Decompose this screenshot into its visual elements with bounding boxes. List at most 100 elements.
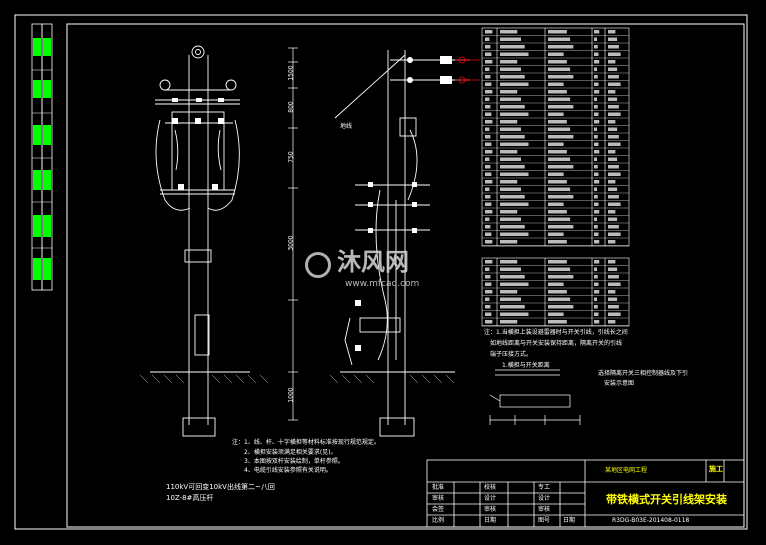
watermark-url: www.mfcad.com bbox=[345, 279, 420, 289]
table-cell-text bbox=[594, 217, 597, 221]
table-cell-text bbox=[500, 320, 518, 324]
table-cell-text bbox=[500, 180, 518, 184]
table-cell-text bbox=[594, 290, 600, 294]
table-cell-text bbox=[608, 297, 618, 301]
detail-sketch bbox=[489, 369, 581, 425]
table-cell-text bbox=[500, 60, 518, 64]
table-cell-text bbox=[594, 30, 600, 34]
table-cell-text bbox=[485, 67, 490, 71]
table-cell-text bbox=[608, 187, 618, 191]
table-cell-text bbox=[608, 150, 616, 154]
table-cell-text bbox=[608, 75, 619, 79]
drawing-frame bbox=[14, 14, 748, 530]
table-cell-text bbox=[608, 202, 621, 206]
table-cell-text bbox=[608, 45, 619, 49]
pole-side-view bbox=[334, 50, 470, 437]
table-cell-text bbox=[500, 210, 518, 214]
table-cell-text bbox=[500, 305, 525, 309]
table-cell-text bbox=[548, 37, 571, 41]
side-note-5: 选择隔离开关三相控制器线及下引 bbox=[598, 370, 689, 377]
table-cell-text bbox=[548, 75, 574, 79]
table-cell-text bbox=[548, 150, 567, 154]
table-cell-text bbox=[548, 82, 564, 86]
table-cell-text bbox=[500, 105, 525, 109]
table-cell-text bbox=[485, 202, 492, 206]
side-view-fittings bbox=[355, 56, 452, 351]
table-cell-text bbox=[594, 127, 597, 131]
table-cell-text bbox=[548, 232, 564, 236]
table-cell-text bbox=[608, 210, 616, 214]
table-cell-text bbox=[594, 232, 599, 236]
table-cell-text bbox=[548, 105, 574, 109]
dimension-b: 800 bbox=[287, 101, 295, 113]
dimension-line bbox=[288, 47, 298, 421]
table-cell-text bbox=[500, 165, 525, 169]
table-cell-text bbox=[485, 267, 490, 271]
table-cell-text bbox=[594, 180, 600, 184]
table-cell-text bbox=[485, 120, 493, 124]
table-cell-text bbox=[485, 187, 490, 191]
table-cell-text bbox=[548, 225, 574, 229]
table-cell-text bbox=[500, 232, 529, 236]
table-cell-text bbox=[594, 37, 597, 41]
table-cell-text bbox=[548, 112, 564, 116]
table-cell-text bbox=[548, 97, 571, 101]
table-cell-text bbox=[500, 135, 525, 139]
table-cell-text bbox=[608, 225, 619, 229]
table-cell-text bbox=[594, 75, 598, 79]
table-cell-text bbox=[500, 282, 529, 286]
table-cell-text bbox=[594, 320, 600, 324]
project-name: 某地区电网工程 bbox=[605, 467, 648, 474]
table-cell-text bbox=[485, 290, 493, 294]
tb-row2-c2: 设计 bbox=[484, 495, 497, 502]
table-cell-text bbox=[594, 172, 599, 176]
table-cell-text bbox=[500, 75, 525, 79]
red-leader-lines bbox=[455, 56, 480, 84]
tb-row1-c2: 校核 bbox=[484, 484, 497, 491]
side-note-4: 1.横担与开关距离 bbox=[502, 362, 550, 369]
table-cell-text bbox=[500, 312, 529, 316]
table-cell-text bbox=[548, 30, 567, 34]
tb-row2-c1: 审核 bbox=[432, 495, 445, 502]
table-cell-text bbox=[485, 305, 491, 309]
table-cell-text bbox=[594, 305, 598, 309]
table-cell-text bbox=[608, 112, 621, 116]
tb-row4-c1: 比例 bbox=[432, 517, 445, 524]
table-cell-text bbox=[548, 290, 567, 294]
table-cell-text bbox=[594, 112, 599, 116]
dimension-c: 750 bbox=[287, 151, 295, 163]
table-cell-text bbox=[608, 157, 618, 161]
table-cell-text bbox=[485, 180, 493, 184]
table-cell-text bbox=[608, 120, 616, 124]
table-cell-text bbox=[594, 67, 597, 71]
table-cell-text bbox=[485, 210, 493, 214]
table-cell-text bbox=[608, 217, 618, 221]
table-cell-text bbox=[485, 52, 492, 56]
table-cell-text bbox=[594, 187, 597, 191]
table-cell-text bbox=[500, 275, 525, 279]
ground-hatch-right bbox=[329, 374, 455, 384]
stage-label: 施工 bbox=[709, 465, 723, 473]
insulators-front bbox=[172, 98, 224, 190]
watermark-logo-icon bbox=[305, 252, 331, 278]
table-cell-text bbox=[608, 105, 619, 109]
table-cell-text bbox=[485, 90, 493, 94]
table-cell-text bbox=[548, 320, 567, 324]
table-cell-text bbox=[594, 90, 600, 94]
table-cell-text bbox=[500, 172, 529, 176]
table-cell-text bbox=[485, 150, 493, 154]
table-cell-text bbox=[500, 225, 525, 229]
table-cell-text bbox=[608, 172, 621, 176]
table-cell-text bbox=[485, 135, 491, 139]
table-cell-text bbox=[608, 180, 616, 184]
table-cell-text bbox=[608, 142, 621, 146]
table-cell-text bbox=[500, 30, 518, 34]
table-cell-text bbox=[548, 217, 571, 221]
table-cell-text bbox=[485, 297, 490, 301]
table-cell-text bbox=[548, 275, 574, 279]
table-cell-text bbox=[500, 37, 521, 41]
table-cell-text bbox=[485, 240, 493, 244]
table-cell-text bbox=[594, 97, 597, 101]
table-cell-text bbox=[594, 142, 599, 146]
